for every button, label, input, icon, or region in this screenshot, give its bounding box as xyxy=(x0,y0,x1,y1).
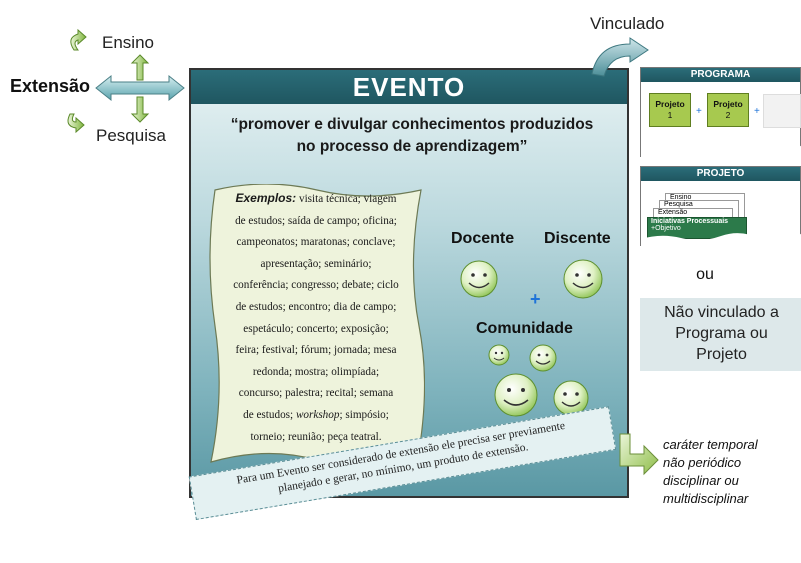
projeto-2-box: Projeto 2 xyxy=(707,93,749,127)
ou-label: ou xyxy=(696,266,714,283)
examples-line-4: apresentação; seminário; xyxy=(260,257,372,270)
extensao-label: Extensão xyxy=(10,76,91,96)
smiley-small-2-icon xyxy=(529,344,557,372)
programa-title: PROGRAMA xyxy=(641,68,800,82)
examples-line-3: campeonatos; maratonas; conclave; xyxy=(236,236,396,249)
curved-arrow-vinculado-icon xyxy=(591,37,649,77)
projeto-1-num: 1 xyxy=(667,110,673,120)
nao-vinculado-line-2: Programa ou xyxy=(675,325,768,342)
carater-line-3: disciplinar ou xyxy=(663,473,739,488)
examples-line-12: torneio; reunião; peça teatral. xyxy=(250,430,382,443)
projeto-ghost-box xyxy=(763,94,801,128)
event-header xyxy=(191,70,627,104)
plus-sign: + xyxy=(530,289,541,309)
examples-label: Exemplos: xyxy=(235,191,297,205)
smiley-discente-icon xyxy=(563,259,603,299)
programa-plus-2: + xyxy=(754,106,760,117)
projeto-tab-iniciativas: Iniciativas Processuais +Objetivo xyxy=(647,217,747,239)
examples-line-6: de estudos; encontro; dia de campo; xyxy=(235,300,397,313)
extension-cross: Ensino Extensão Pesquisa xyxy=(0,0,190,160)
examples-text: Exemplos: visita técnica; viagem de estu… xyxy=(213,188,419,448)
carater-line-1: caráter temporal xyxy=(663,437,758,452)
nao-vinculado-box: Não vinculado a Programa ou Projeto xyxy=(640,298,801,371)
examples-line-11b: ; simpósio; xyxy=(339,408,389,421)
projeto-tab-ensino-label: Ensino xyxy=(670,194,692,201)
carater-line-4: multidisciplinar xyxy=(663,491,749,506)
examples-line-9: redonda; mostra; olimpíada; xyxy=(252,365,380,378)
examples-line-2: de estudos; saída de campo; oficina; xyxy=(235,214,397,227)
curved-arrow-top xyxy=(70,28,87,51)
programa-torn-edge xyxy=(641,142,801,158)
projeto-tab-pesquisa-label: Pesquisa xyxy=(664,201,693,208)
pesquisa-label: Pesquisa xyxy=(96,126,166,145)
examples-workshop: workshop xyxy=(295,408,340,421)
bent-arrow-carater-icon xyxy=(619,433,659,476)
projeto-2-num: 2 xyxy=(725,110,731,120)
examples-line-7: espetáculo; concerto; exposição; xyxy=(243,322,389,335)
nao-vinculado-line-3: Projeto xyxy=(696,346,747,363)
projeto-title: PROJETO xyxy=(641,167,800,181)
programa-plus-1: + xyxy=(696,106,702,117)
event-quote-line-2: no processo de aprendizagem” xyxy=(296,138,528,155)
smiley-small-1-icon xyxy=(488,344,510,366)
vinculado-label: Vinculado xyxy=(590,14,665,33)
projeto-torn-edge xyxy=(641,233,801,247)
programa-card: PROGRAMA Projeto 1 + Projeto 2 + xyxy=(640,67,801,158)
examples-line-10: concurso; palestra; recital; semana xyxy=(238,387,394,400)
down-arrow xyxy=(130,96,150,123)
projeto-1-box: Projeto 1 xyxy=(649,93,691,127)
event-title: EVENTO xyxy=(352,72,466,102)
curved-arrow-bottom xyxy=(67,113,85,134)
carater-line-2: não periódico xyxy=(663,455,742,470)
examples-line-5: conferência; congresso; debate; ciclo xyxy=(233,279,399,292)
nao-vinculado-line-1: Não vinculado a xyxy=(664,304,779,321)
event-quote: “promover e divulgar conhecimentos produ… xyxy=(197,114,627,158)
smiley-faces xyxy=(460,259,603,417)
projeto-1-name: Projeto xyxy=(655,99,685,109)
smiley-large-icon xyxy=(494,373,538,417)
projeto-tab-objetivo-label: +Objetivo xyxy=(651,225,681,232)
cross-arrows-graphic xyxy=(67,28,185,134)
examples-line-1: visita técnica; viagem xyxy=(298,193,397,205)
ensino-label: Ensino xyxy=(102,33,154,52)
smiley-docente-icon xyxy=(460,260,498,298)
projeto-tab-extensao-label: Extensão xyxy=(658,209,688,216)
docente-label: Docente xyxy=(451,230,515,247)
examples-line-8: feira; festival; fórum; jornada; mesa xyxy=(235,344,397,357)
nao-vinculado-text: Não vinculado a Programa ou Projeto xyxy=(640,302,801,365)
carater-text: caráter temporal não periódico disciplin… xyxy=(663,436,801,508)
examples-line-11: de estudos; xyxy=(243,408,294,421)
projeto-card: PROJETO Ensino Pesquisa Extensão Iniciat… xyxy=(640,166,801,247)
up-arrow xyxy=(130,54,150,81)
event-quote-line-1: “promover e divulgar conhecimentos produ… xyxy=(230,116,594,133)
projeto-tab-iniciativas-label: Iniciativas Processuais xyxy=(651,218,729,225)
comunidade-label: Comunidade xyxy=(476,320,573,337)
projeto-2-name: Projeto xyxy=(713,99,743,109)
discente-label: Discente xyxy=(544,230,611,247)
horizontal-double-arrow xyxy=(95,74,185,102)
